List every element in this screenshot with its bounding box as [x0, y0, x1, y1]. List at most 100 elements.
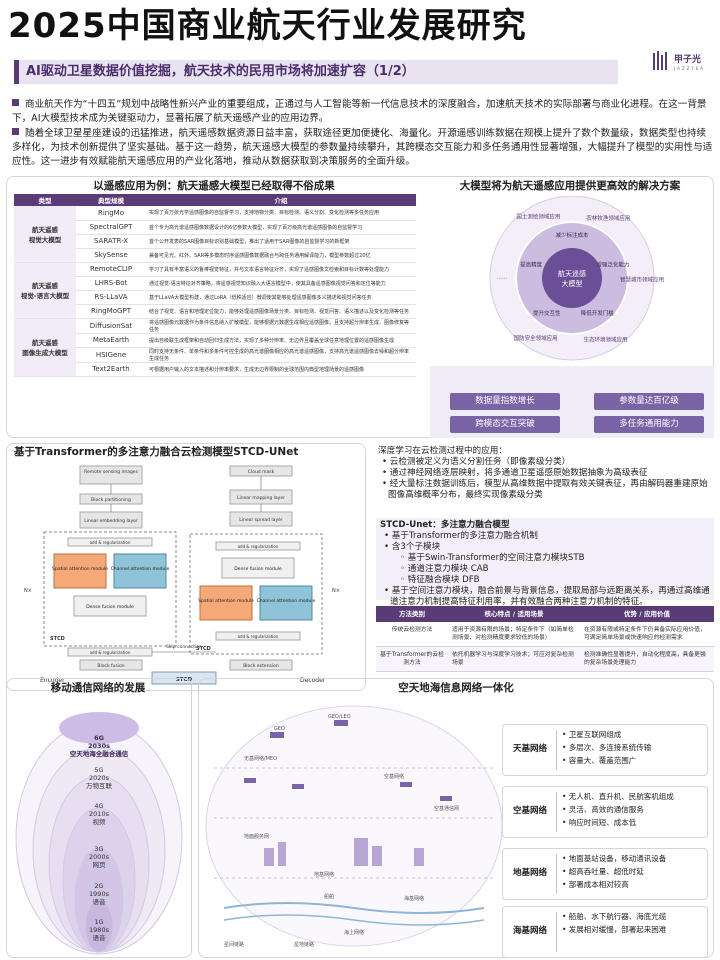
network-diagram-label: GEO	[274, 726, 285, 732]
diagram-label-channel2: Channel attention module	[257, 598, 316, 604]
network-diagram-label: 星地链路	[294, 941, 314, 948]
diagram-label-channel1: Channel attention module	[111, 566, 170, 572]
model-description: 首个公开发表的SAR图像目标识别基础模型，推出了适用于SAR图像的自监督学习的新…	[146, 234, 416, 249]
network-item-frame	[502, 906, 708, 958]
diagram-label-enc-input: Remote sensing images	[84, 469, 139, 475]
model-name: RemoteCLIP	[76, 262, 146, 277]
model-name: RingMo	[76, 206, 146, 221]
network-item: • 卫星互联网组成	[562, 730, 622, 739]
compare-header-0: 方法类别	[376, 606, 448, 622]
enc-addreg-box	[67, 537, 153, 547]
table-category: 航天遥感 图像生成大模型	[14, 318, 76, 377]
subtitle-accent	[14, 60, 19, 84]
diagram-label-nx1: N×	[24, 588, 32, 594]
brand-name: 甲子光	[674, 55, 702, 65]
unet-panel	[6, 443, 366, 691]
network-item: • 船舶、水下航行器、海底光缆	[562, 912, 667, 921]
stcd-point: • 基于空间注意力模块，融合前景与背景信息，提取局部与远距离关系，再通过高维通道…	[384, 586, 710, 607]
diagram-label-block-ext: Block extension	[243, 663, 279, 669]
stcd-subpoint: ◦ 特征融合模块 DFB	[400, 575, 480, 585]
generation-desc: 网页	[92, 861, 106, 869]
table-header-model: 典型规模	[76, 194, 146, 206]
ring-inner-label: 降低开发门槛	[581, 309, 615, 317]
diagram-label-spatial2: Spatial attention module	[198, 598, 254, 604]
ring-outer-label: 智慧城市领域应用	[620, 276, 664, 284]
diagram-label-block-part: Block partitioning	[91, 497, 131, 503]
network-diagram-label: 空基网络	[384, 773, 404, 780]
subtitle-bar	[14, 60, 618, 84]
network-item: • 部署成本相对较高	[562, 880, 629, 889]
compare-cell: 在资源有限或特定条件下仍具备实际应用价值，可满足简单场景或快速响应的检测需求	[584, 627, 706, 641]
stcd-description: STCD-Unet：多注意力融合模型 • 基于Transformer的多注意力融…	[380, 520, 710, 608]
network-name: 地基网络	[512, 868, 547, 878]
model-description: 实现了百万张光学遥感图像的自监督学习，支持地物分类、目标检测、语义分割、变化检测…	[146, 206, 416, 221]
model-description: 基于LLaVA大模型构建，通过LoRA（低秩适应）微调使其能够处理遥感图像多义描…	[146, 290, 416, 305]
stcd-subpoint: ◦ 基于Swin-Transformer的空间注意力模块STB	[400, 553, 585, 563]
diagram-label-stcd2: STCD	[196, 646, 211, 652]
intro-paragraph-2: 随着全球卫星星座建设的迅猛推进，航天遥感数据资源日益丰富，获取途径更加便捷化、海…	[12, 128, 713, 167]
unet-diagram: Remote sensing images Block partitioning…	[24, 465, 340, 685]
network-divider	[556, 792, 557, 832]
model-name: SkySense	[76, 248, 146, 263]
stcd-point: • 基于Transformer的多注意力融合机制	[384, 531, 538, 541]
model-name: Text2Earth	[76, 362, 146, 377]
ring-outer-label: 国土测绘领域应用	[516, 213, 560, 221]
network-item-frame	[502, 848, 708, 900]
network-item-frame	[502, 724, 708, 776]
model-description: 学习了具有丰富语义的鲁棒视觉特征，并与文本语言特征对齐，实现了遥感图像文检索和目…	[146, 262, 416, 277]
network-diagram-label: 空基通信网	[434, 805, 459, 812]
tag-multitask: 多任务通用能力	[594, 416, 704, 433]
network-diagram-label: 星间链路	[224, 941, 244, 948]
network-divider	[556, 854, 557, 894]
diagram-label-linear-embed: Linear embedding layer	[84, 518, 138, 524]
compare-row: 传统云检测方法适用于资源有限的场景；特定条件下（如简单检测场景、对检测精度要求较…	[376, 622, 714, 647]
network-item: • 发展相对缓慢，部署起来困难	[562, 925, 667, 934]
brand-mark-icon	[653, 51, 667, 70]
network-diagram: GEO GEO/LEO 无基网络/MEO 空基网络 地基网络 海基网络 空基通信…	[205, 705, 503, 948]
network-items: • 无人机、直升机、民航客机组成• 灵活、高效的通信服务• 响应时间短、成本低	[562, 790, 706, 829]
page-title: 2025中国商业航天行业发展研究	[8, 6, 527, 46]
network-diagram-label: 船舶	[324, 893, 334, 900]
generation-desc: 视频	[92, 818, 106, 826]
diagram-label-linear-map: Linear mapping layer	[237, 495, 285, 501]
model-name: SARATR-X	[76, 234, 146, 249]
diagram-label-cloud: Cloud mask	[248, 469, 275, 475]
network-item: • 灵活、高效的通信服务	[562, 805, 644, 814]
diagram-label-block-fusion: Block fusion	[97, 663, 124, 669]
ring-center	[542, 248, 602, 308]
enc-channel-box	[113, 553, 167, 589]
stcd-title: STCD-Unet：多注意力融合模型	[380, 520, 510, 530]
generation-desc: 语音	[92, 934, 106, 942]
generation-year: 2020s	[89, 774, 109, 782]
compare-cell: 基于Transformer的云检测方法	[380, 652, 444, 666]
ring-inner-label: 提升交互性	[533, 309, 561, 317]
model-description: 首个专为高光谱遥感图像数据设计的6亿参数大模型，实现了百万级高光谱遥感图像的自监…	[146, 220, 416, 235]
ring-section-title: 大模型将为航天遥感应用提供更高效的解决方案	[459, 180, 681, 192]
model-name: HSIGene	[76, 347, 146, 363]
diagram-label-decoder: Decoder	[300, 677, 326, 684]
generation-name: 4G	[94, 802, 104, 810]
compare-table: 方法类别 核心特点 / 适用场景 优势 / 应用价值 传统云检测方法适用于资源有…	[376, 606, 714, 672]
diagram-label-skip: Skip connection	[166, 644, 202, 650]
compare-header-2: 优势 / 应用价值	[580, 606, 714, 622]
network-section-title: 空天地海信息网络一体化	[398, 682, 514, 694]
network-diagram-label: 地基网络	[314, 871, 334, 878]
model-name: SpectralGPT	[76, 220, 146, 235]
generation-name: 1G	[94, 918, 104, 926]
network-items: • 船舶、水下航行器、海底光缆 • 发展相对缓慢，部署起来困难	[562, 910, 706, 936]
diagram-label-dense1: Dense fusion module	[86, 604, 134, 610]
generation-year: 2030s	[88, 742, 110, 750]
generation-desc: 语音	[92, 898, 106, 906]
table-header-type: 类型	[14, 194, 76, 206]
